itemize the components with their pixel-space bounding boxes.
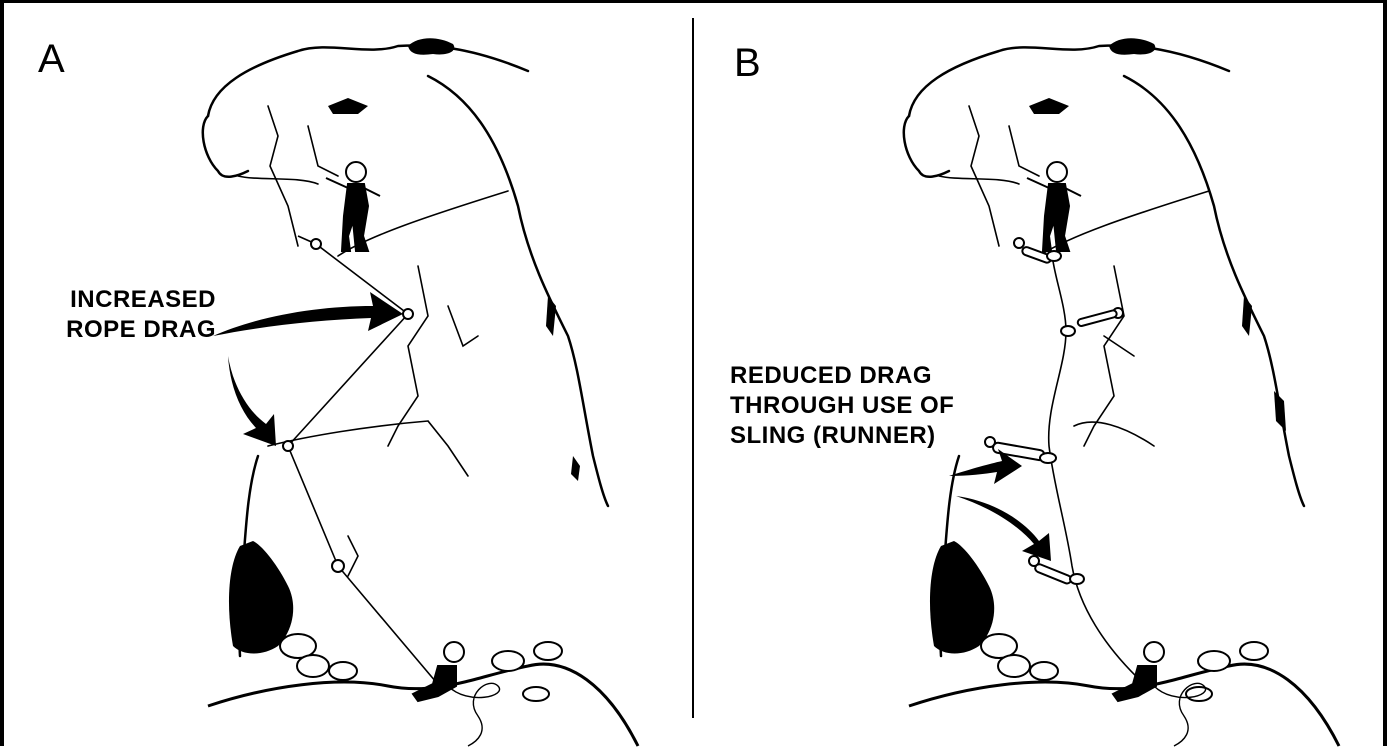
- rope-coil: [448, 683, 500, 746]
- slings: [985, 238, 1123, 585]
- dark-chimney: [930, 541, 994, 654]
- rock-cracks: [238, 106, 508, 576]
- sling-runner: [1029, 556, 1084, 585]
- anchor-point: [332, 560, 344, 572]
- panel-a-illustration: [8, 6, 692, 749]
- arrow-upper: [213, 292, 403, 336]
- panel-b-illustration: [694, 6, 1378, 749]
- protection-points: [283, 239, 413, 572]
- anchor-point: [283, 441, 293, 451]
- arrow-lower: [956, 496, 1051, 561]
- dark-chimney: [229, 541, 293, 654]
- panel-a: A INCREASED ROPE DRAG: [8, 6, 692, 749]
- right-edge-mark: [546, 296, 556, 336]
- anchor-point: [311, 239, 321, 249]
- rope-path-zigzag: [288, 236, 436, 682]
- right-edge-mark: [1242, 296, 1252, 336]
- sling-runner: [1014, 238, 1061, 264]
- belayer: [1113, 642, 1164, 701]
- arrow-lower: [228, 356, 276, 446]
- ground-line: [909, 664, 1339, 746]
- summit-block: [1109, 38, 1155, 54]
- rock-cracks: [939, 106, 1209, 446]
- ground-line: [208, 664, 638, 746]
- right-edge-mark-2: [571, 456, 580, 481]
- overhang-shadow: [1029, 98, 1069, 114]
- anchor-point: [403, 309, 413, 319]
- overhang-shadow: [328, 98, 368, 114]
- right-edge-mark-2: [1274, 391, 1286, 431]
- sling-runner: [985, 437, 1056, 463]
- summit-block: [408, 38, 454, 54]
- panel-b: B REDUCED DRAG THROUGH USE OF SLING (RUN…: [694, 6, 1378, 749]
